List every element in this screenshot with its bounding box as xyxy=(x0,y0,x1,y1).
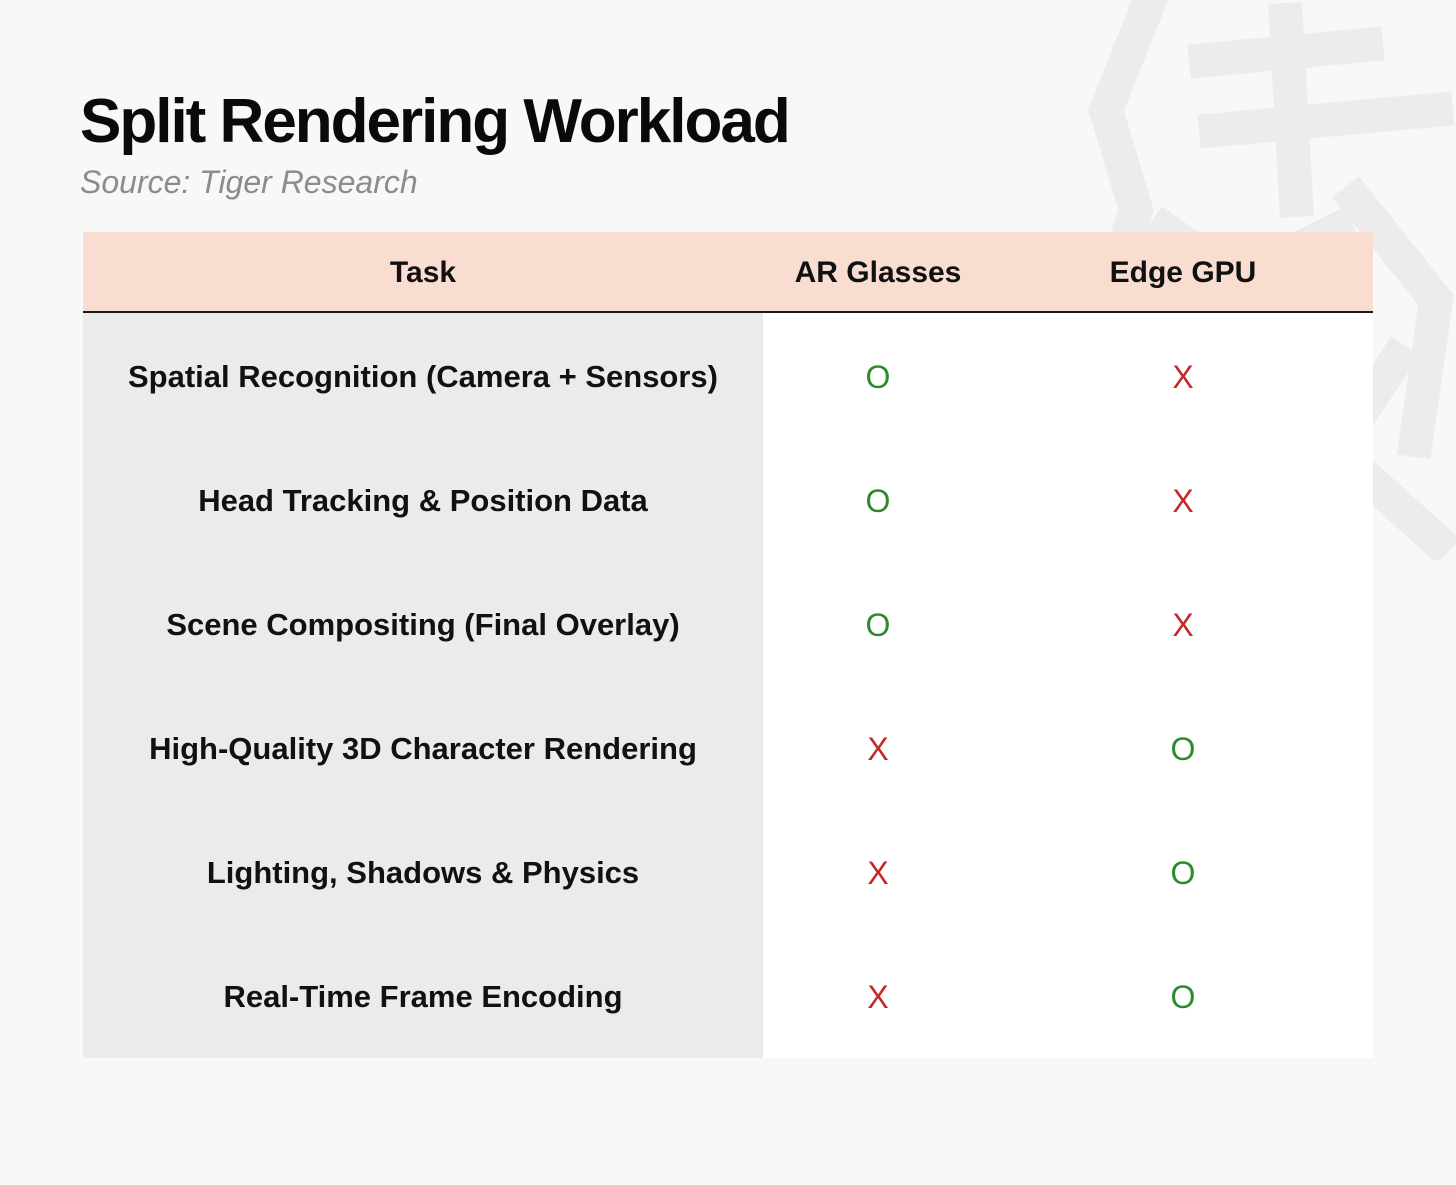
header-ar-glasses: AR Glasses xyxy=(794,256,962,289)
table-row: Head Tracking & Position Data O X xyxy=(83,439,1373,563)
task-cell: Scene Compositing (Final Overlay) xyxy=(166,607,680,642)
edge-gpu-cell: O xyxy=(1170,855,1196,891)
ar-glasses-cell: X xyxy=(867,731,889,767)
task-cell: High-Quality 3D Character Rendering xyxy=(149,731,697,766)
ar-glasses-cell: O xyxy=(865,607,891,643)
table-body: Spatial Recognition (Camera + Sensors) O… xyxy=(83,315,1373,1059)
task-cell: Lighting, Shadows & Physics xyxy=(206,855,640,890)
ar-glasses-cell: O xyxy=(865,483,891,519)
task-cell: Head Tracking & Position Data xyxy=(198,483,648,518)
table-row: Spatial Recognition (Camera + Sensors) O… xyxy=(83,315,1373,439)
edge-gpu-cell: X xyxy=(1172,359,1194,395)
edge-gpu-cell: O xyxy=(1170,731,1196,767)
header-edge-gpu: Edge GPU xyxy=(1109,256,1257,289)
edge-gpu-cell: X xyxy=(1172,483,1194,519)
task-cell: Real-Time Frame Encoding xyxy=(223,979,623,1014)
table-header: Task AR Glasses Edge GPU xyxy=(83,232,1373,313)
header-task: Task xyxy=(389,256,457,289)
task-cell: Spatial Recognition (Camera + Sensors) xyxy=(127,359,718,394)
ar-glasses-cell: X xyxy=(867,855,889,891)
page-title: Split Rendering Workload xyxy=(80,87,791,156)
source-subtitle: Source: Tiger Research xyxy=(80,164,418,200)
workload-table: Task AR Glasses Edge GPU Spatial Recogni… xyxy=(83,232,1373,1058)
task-column-background xyxy=(83,313,763,1058)
table-row: High-Quality 3D Character Rendering X O xyxy=(83,687,1373,811)
table-row: Lighting, Shadows & Physics X O xyxy=(83,811,1373,935)
ar-glasses-cell: O xyxy=(865,359,891,395)
ar-glasses-cell: X xyxy=(867,979,889,1015)
table-row: Real-Time Frame Encoding X O xyxy=(83,935,1373,1059)
edge-gpu-cell: O xyxy=(1170,979,1196,1015)
edge-gpu-cell: X xyxy=(1172,607,1194,643)
table-row: Scene Compositing (Final Overlay) O X xyxy=(83,563,1373,687)
